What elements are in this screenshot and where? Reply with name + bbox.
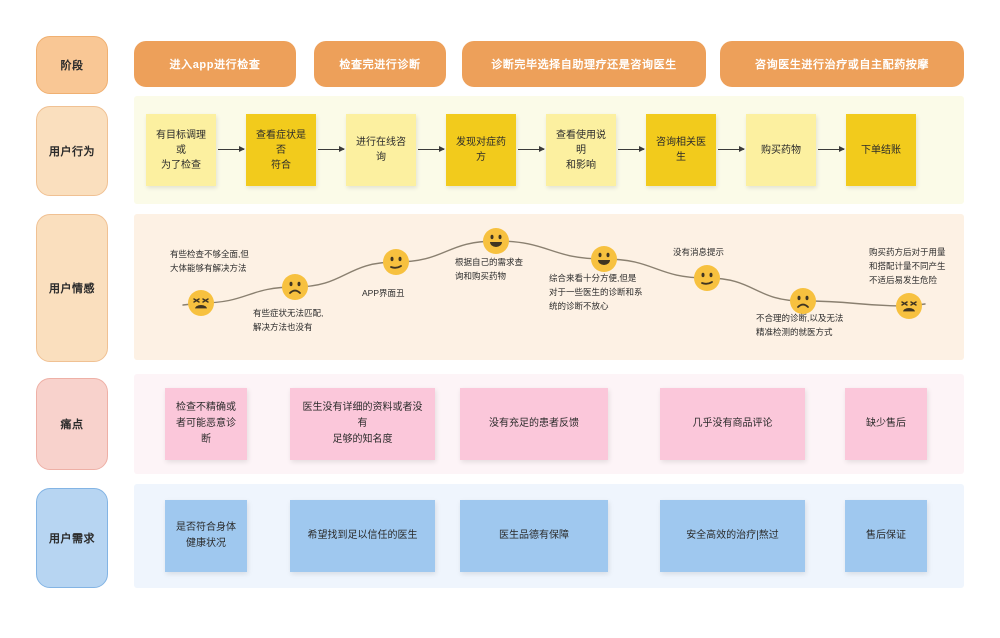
pain-card-text: 医生没有详细的资料或者没有足够的知名度 — [302, 402, 423, 445]
pain-card[interactable]: 缺少售后 — [845, 388, 927, 460]
emotion-face-happy-icon — [483, 228, 509, 254]
need-card[interactable]: 医生品德有保障 — [460, 500, 608, 572]
behavior-note[interactable]: 下单结账 — [846, 114, 916, 186]
pain-card[interactable]: 没有充足的患者反馈 — [460, 388, 608, 460]
behavior-note[interactable]: 咨询相关医生 — [646, 114, 716, 186]
pain-card[interactable]: 检查不精确或者可能恶意诊断 — [165, 388, 247, 460]
row-label-need: 用户需求 — [36, 488, 108, 588]
flow-arrow-icon — [318, 146, 345, 152]
band-emotion — [134, 214, 964, 360]
stage-pill[interactable]: 进入app进行检查 — [134, 41, 296, 87]
emotion-note-text: 没有消息提示 — [673, 247, 725, 257]
need-card[interactable]: 售后保证 — [845, 500, 927, 572]
behavior-note-text: 下单结账 — [861, 144, 901, 156]
behavior-note[interactable]: 有目标调理或为了检查 — [146, 114, 216, 186]
flow-arrow-icon — [618, 146, 645, 152]
flow-arrow-icon — [718, 146, 745, 152]
emotion-face-happy-icon — [591, 246, 617, 272]
row-label-emotion-text: 用户情感 — [49, 283, 95, 295]
behavior-note-text: 进行在线咨询 — [356, 137, 406, 163]
flow-arrow-icon — [418, 146, 445, 152]
emotion-face-neutral-icon — [383, 249, 409, 275]
behavior-note[interactable]: 查看使用说明和影响 — [546, 114, 616, 186]
emotion-face-distressed-icon — [896, 293, 922, 319]
need-card[interactable]: 安全高效的治疗|熬过 — [660, 500, 805, 572]
pain-card[interactable]: 几乎没有商品评论 — [660, 388, 805, 460]
row-label-emotion: 用户情感 — [36, 214, 108, 362]
emotion-note-text: APP界面丑 — [362, 288, 405, 298]
flow-arrow-icon — [518, 146, 545, 152]
stage-pill[interactable]: 检查完进行诊断 — [314, 41, 446, 87]
behavior-note[interactable]: 购买药物 — [746, 114, 816, 186]
emotion-note-text: 有些症状无法匹配,解决方法也没有 — [253, 308, 324, 333]
stage-pill[interactable]: 诊断完毕选择自助理疗还是咨询医生 — [462, 41, 706, 87]
need-card-text: 售后保证 — [866, 530, 906, 541]
need-card-text: 安全高效的治疗|熬过 — [686, 530, 779, 541]
emotion-note-text: 综合来看十分方便,但是对于一些医生的诊断和系统的诊断不放心 — [549, 273, 643, 312]
pain-card[interactable]: 医生没有详细的资料或者没有足够的知名度 — [290, 388, 435, 460]
emotion-note-text: 有些检查不够全面,但大体能够有解决方法 — [170, 249, 249, 274]
behavior-note-text: 发现对症药方 — [456, 137, 506, 163]
behavior-note[interactable]: 进行在线咨询 — [346, 114, 416, 186]
flow-arrow-icon — [818, 146, 845, 152]
emotion-note-text: 购买药方后对于用量和搭配计量不同产生不适后易发生危险 — [869, 247, 946, 286]
need-card-text: 是否符合身体健康状况 — [176, 522, 236, 549]
emotion-face-neutral-icon — [694, 265, 720, 291]
pain-card-text: 缺少售后 — [866, 418, 906, 429]
row-label-pain: 痛点 — [36, 378, 108, 470]
pain-card-text: 检查不精确或者可能恶意诊断 — [176, 402, 236, 445]
behavior-note-text: 咨询相关医生 — [656, 137, 706, 163]
row-label-need-text: 用户需求 — [49, 533, 95, 545]
emotion-face-distressed-icon — [188, 290, 214, 316]
emotion-note-text: 不合理的诊断,以及无法精准检测的就医方式 — [756, 313, 844, 338]
emotion-face-sad-icon — [790, 288, 816, 314]
behavior-note-text: 购买药物 — [761, 144, 801, 156]
need-card[interactable]: 是否符合身体健康状况 — [165, 500, 247, 572]
stage-pill[interactable]: 咨询医生进行治疗或自主配药按摩 — [720, 41, 964, 87]
behavior-note[interactable]: 发现对症药方 — [446, 114, 516, 186]
need-card-text: 医生品德有保障 — [499, 530, 569, 541]
behavior-note-text: 查看症状是否符合 — [256, 129, 306, 171]
row-label-stage: 阶段 — [36, 36, 108, 94]
behavior-note-text: 查看使用说明和影响 — [556, 129, 606, 171]
row-label-pain-text: 痛点 — [60, 419, 84, 431]
row-label-behavior-text: 用户行为 — [49, 146, 95, 158]
need-card-text: 希望找到足以信任的医生 — [307, 530, 418, 541]
pain-card-text: 没有充足的患者反馈 — [489, 418, 579, 429]
emotion-note-text: 根据自己的需求查询和购买药物 — [455, 257, 524, 282]
behavior-note[interactable]: 查看症状是否符合 — [246, 114, 316, 186]
behavior-note-text: 有目标调理或为了检查 — [156, 129, 206, 171]
row-label-stage-text: 阶段 — [60, 60, 84, 72]
need-card[interactable]: 希望找到足以信任的医生 — [290, 500, 435, 572]
flow-arrow-icon — [218, 146, 245, 152]
pain-card-text: 几乎没有商品评论 — [692, 418, 773, 429]
row-label-behavior: 用户行为 — [36, 106, 108, 196]
emotion-face-sad-icon — [282, 274, 308, 300]
